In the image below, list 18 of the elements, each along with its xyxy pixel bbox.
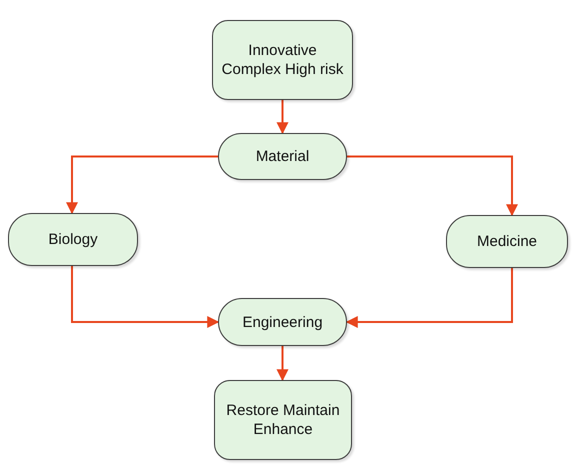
node-text: Material [254,147,310,166]
rounded-node [446,215,568,268]
node-text: Medicine [476,232,538,251]
rounded-box [214,380,352,460]
node-text: Restore Maintain Enhance [225,401,341,439]
node-text: Innovative Complex High risk [220,41,344,79]
node-text: Engineering [241,312,324,332]
node-text: Biology [47,230,99,249]
rounded-node [218,298,347,346]
arrow [346,268,513,328]
arrow [276,100,288,134]
rounded-node [218,133,347,180]
rounded-box [212,20,353,100]
arrow [347,156,518,216]
rounded-node [8,213,138,266]
arrow [276,346,288,382]
arrow [66,156,218,214]
arrow [71,266,220,328]
